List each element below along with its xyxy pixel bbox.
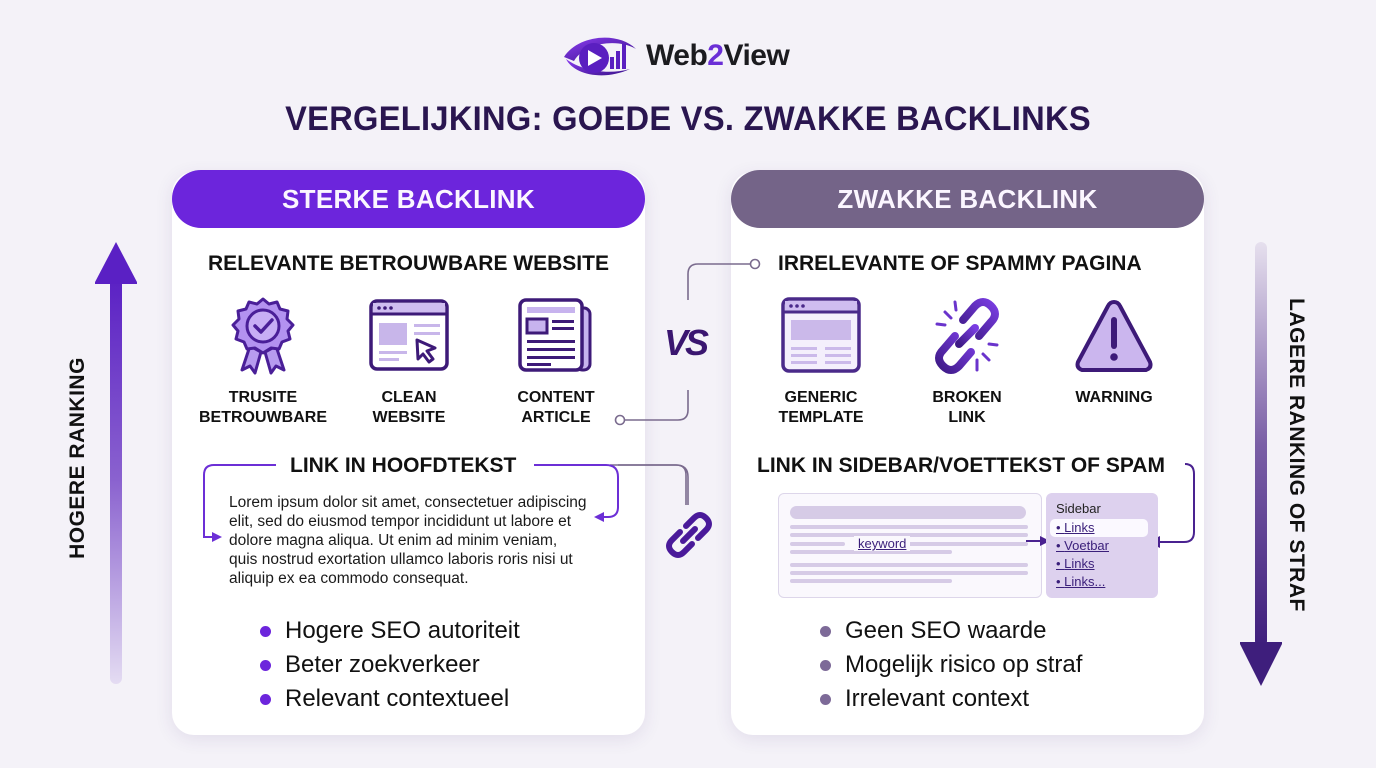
strong-backlink-card (172, 172, 645, 735)
weak-link-title: LINK IN SIDEBAR/VOETTEKST OF SPAM (757, 454, 1165, 477)
bullet-dot (260, 693, 271, 705)
keyword-link[interactable]: keyword (854, 536, 911, 551)
weak-subtitle: IRRELEVANTE OF SPAMMY PAGINA (778, 252, 1142, 275)
sidebar-link[interactable]: • Links (1056, 556, 1095, 571)
arrow-down-icon (1240, 242, 1282, 686)
warning-icon (1075, 300, 1153, 372)
award-badge-icon (231, 297, 295, 375)
bullet-dot (260, 659, 271, 671)
list-item: Hogere SEO autoriteit (260, 614, 520, 648)
sidebar-link[interactable]: • Voetbar (1056, 538, 1109, 553)
bullet-dot (820, 625, 831, 637)
right-axis-label: LAGERE RANKING OF STRAF (1285, 298, 1308, 612)
body-text-sample: Lorem ipsum dolor sit amet, consectetuer… (229, 494, 587, 587)
weak-drawbacks-list: Geen SEO waarde Mogelijk risico op straf… (820, 614, 1082, 716)
list-item: Mogelijk risico op straf (820, 648, 1082, 682)
icon-item-warning: WARNING (1044, 296, 1184, 408)
sidebar-title: Sidebar (1056, 501, 1101, 516)
chain-link-icon (666, 512, 712, 558)
keyword-to-sidebar-arrow (1026, 536, 1050, 546)
list-item: Geen SEO waarde (820, 614, 1082, 648)
sidebar-link[interactable]: • Links (1050, 519, 1148, 537)
list-item: Relevant contextueel (260, 682, 520, 716)
icon-label: WARNING (1075, 389, 1153, 406)
strong-backlink-header: STERKE BACKLINK (172, 170, 645, 228)
arrow-up-icon (95, 242, 137, 684)
browser-cursor-icon (369, 299, 449, 371)
list-item: Irrelevant context (820, 682, 1082, 716)
mock-sidebar: Sidebar • Links • Voetbar • Links • Link… (1046, 493, 1158, 598)
weak-backlink-card (731, 172, 1204, 735)
mock-page-preview: keyword (778, 493, 1042, 598)
sidebar-link[interactable]: • Links... (1056, 574, 1106, 589)
list-item: Beter zoekverkeer (260, 648, 520, 682)
brand-logo: Web2View (560, 30, 790, 82)
page-title: VERGELIJKING: GOEDE VS. ZWAKKE BACKLINKS (285, 100, 1091, 138)
brand-name: Web2View (646, 39, 790, 72)
vs-badge: VS (664, 322, 709, 363)
bullet-dot (820, 693, 831, 705)
newspaper-icon (518, 298, 592, 372)
strong-benefits-list: Hogere SEO autoriteit Beter zoekverkeer … (260, 614, 520, 716)
bullet-dot (260, 625, 271, 637)
generic-template-icon (781, 297, 861, 373)
body-link-arrows (203, 464, 687, 542)
weak-backlink-header: ZWAKKE BACKLINK (731, 170, 1204, 228)
left-axis-label: HOGERE RANKING (66, 357, 89, 559)
strong-link-title: LINK IN HOOFDTEKST (290, 454, 517, 477)
broken-link-icon (935, 298, 999, 374)
strong-subtitle: RELEVANTE BETROUWBARE WEBSITE (208, 252, 609, 275)
bullet-dot (820, 659, 831, 671)
eye-play-chart-icon (564, 37, 636, 76)
